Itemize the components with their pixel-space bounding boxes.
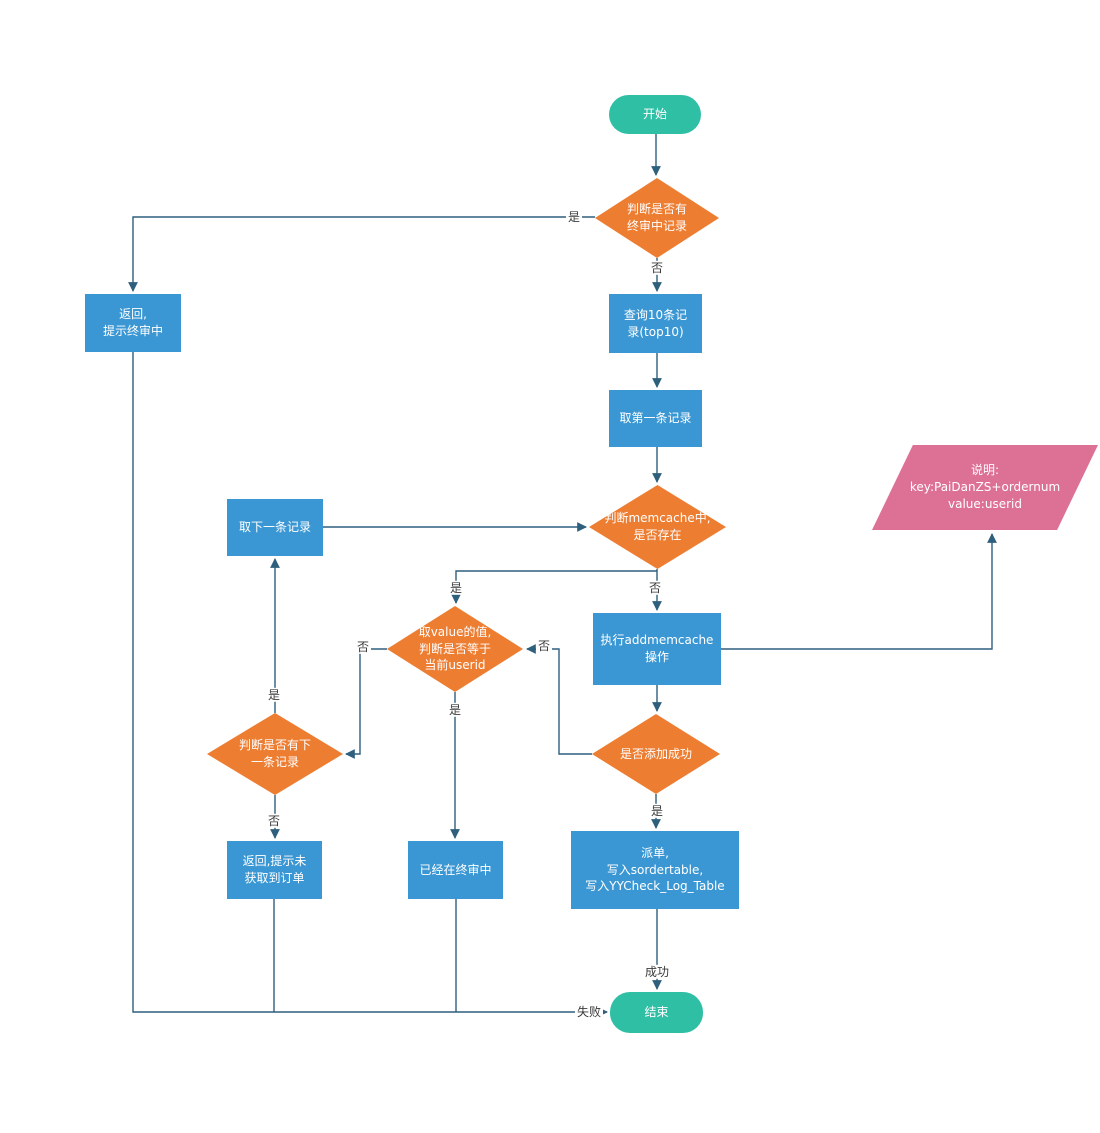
annotation-memcache-note: 说明: key:PaiDanZS+ordernum value:userid: [872, 445, 1098, 530]
end-node: 结束: [610, 992, 703, 1033]
decision-check-final-review: 判断是否有 终审中记录: [595, 178, 719, 258]
edge-label-has-next-no: 否: [265, 813, 283, 829]
process-already-in-review: 已经在终审中: [408, 841, 503, 899]
process-dispatch-order: 派单, 写入sordertable, 写入YYCheck_Log_Table: [571, 831, 739, 909]
process-query-top10: 查询10条记 录(top10): [609, 294, 702, 353]
process-exec-addmemcache: 执行addmemcache 操作: [593, 613, 721, 685]
decision-check-value-userid: 取value的值, 判断是否等于 当前userid: [387, 606, 523, 692]
decision-check-add-success: 是否添加成功: [592, 714, 720, 794]
process-take-first-record: 取第一条记录: [609, 390, 702, 447]
decision-check-memcache: 判断memcache中, 是否存在: [589, 485, 726, 569]
start-node: 开始: [609, 95, 701, 134]
connector-value-no-to-check-next: [345, 648, 387, 759]
edge-label-memcache-no: 否: [646, 580, 664, 596]
edge-label-fail: 失败: [574, 1004, 604, 1020]
connector-success-no-to-check-value: [526, 644, 592, 755]
edge-label-value-no: 否: [354, 639, 372, 655]
edge-label-success-no: 否: [535, 638, 553, 654]
connector-memcache-yes-to-check-value: [451, 570, 657, 604]
decision-check-has-next: 判断是否有下 一条记录: [207, 713, 343, 795]
edge-label-value-yes: 是: [446, 702, 464, 718]
connector-check-final-yes-to-return: [128, 216, 595, 292]
edge-label-success: 成功: [642, 964, 672, 980]
edge-label-has-next-yes: 是: [265, 687, 283, 703]
edge-label-memcache-yes: 是: [447, 580, 465, 596]
connector-addmemcache-to-note: [721, 533, 997, 650]
process-return-in-review: 返回, 提示终审中: [85, 294, 181, 352]
edge-label-final-no: 否: [648, 260, 666, 276]
connector-fail-to-end: [132, 352, 608, 1017]
edge-label-final-yes: 是: [565, 209, 583, 225]
process-return-no-order: 返回,提示未 获取到订单: [227, 841, 322, 899]
edge-label-add-yes: 是: [648, 803, 666, 819]
process-take-next-record: 取下一条记录: [227, 499, 323, 556]
